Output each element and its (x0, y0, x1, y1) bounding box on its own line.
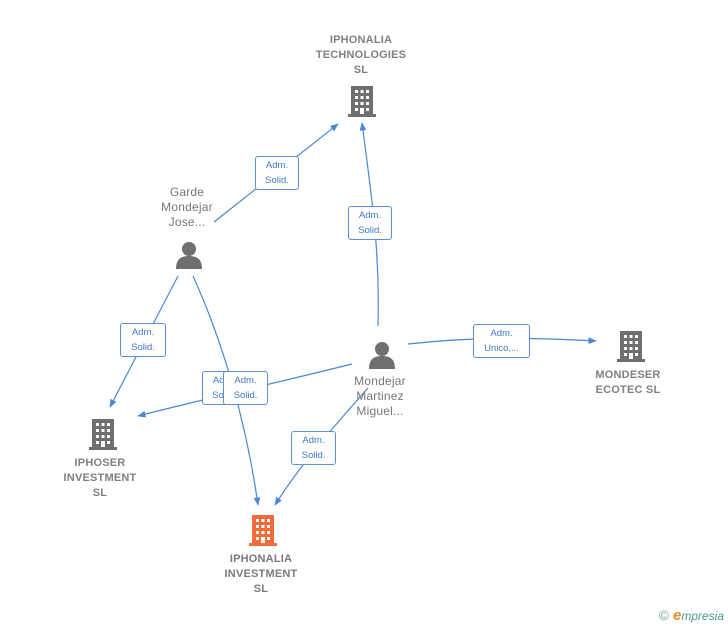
empresia-logo-initial: e (672, 607, 682, 624)
label-line: SL (92, 487, 108, 499)
edge-label-mondejar-to-iphonalia-investment[interactable]: Adm. Solid. (291, 431, 336, 465)
edge-label-line: Adm. (131, 327, 155, 338)
edge-label-line: Adm. (265, 160, 289, 171)
label-line: Mondejar (161, 200, 213, 214)
building-icon-iphonalia-investment[interactable] (249, 515, 277, 546)
label-line: MONDESER (595, 369, 661, 381)
building-icon-iphonalia-technologies[interactable] (348, 86, 376, 117)
label-line: IPHOSER (74, 457, 126, 469)
label-line: INVESTMENT (63, 472, 137, 484)
building-icon-iphoser-investment[interactable] (89, 419, 117, 450)
person-icon-mondejar-martinez[interactable] (369, 342, 395, 369)
node-label-mondejar-martinez[interactable]: Mondejar Martinez Miguel... (330, 374, 430, 419)
edge-label-line: Solid. (131, 342, 155, 353)
label-line: INVESTMENT (224, 568, 298, 580)
node-label-garde-mondejar[interactable]: Garde Mondejar Jose... (137, 185, 237, 230)
label-line: ECOTEC SL (595, 384, 661, 396)
empresia-logo-text: mpresia (681, 609, 724, 623)
edge-label-line: Solid. (265, 175, 289, 186)
empresia-watermark: ©empresia (659, 607, 724, 624)
label-line: Miguel... (356, 404, 404, 418)
edge-label-line: Adm. (234, 375, 257, 386)
edge-label-line: Adm. (358, 210, 382, 221)
label-line: SL (353, 64, 369, 76)
label-line: TECHNOLOGIES (315, 49, 407, 61)
label-line: Mondejar (354, 374, 406, 388)
label-line: Jose... (168, 215, 206, 229)
edge-label-line: Unico,... (484, 343, 519, 354)
edge-label-mondejar-to-mondeser-ecotec[interactable]: Adm. Unico,... (473, 324, 530, 358)
building-icon-mondeser-ecotec[interactable] (617, 331, 645, 362)
edge-label-garde-to-iphonalia-investment[interactable]: Adm. Solid. (223, 371, 268, 405)
person-icon-garde-mondejar[interactable] (176, 242, 202, 269)
edge-label-line: Solid. (358, 225, 382, 236)
label-line: Garde (169, 185, 205, 199)
label-line: Martinez (356, 389, 404, 403)
edge-label-garde-to-iphonalia-technologies[interactable]: Adm. Solid. (255, 156, 299, 190)
node-label-iphoser-investment[interactable]: IPHOSER INVESTMENT SL (50, 456, 150, 501)
label-line: IPHONALIA (229, 553, 293, 565)
label-line: IPHONALIA (329, 34, 393, 46)
node-label-iphonalia-investment[interactable]: IPHONALIA INVESTMENT SL (211, 552, 311, 597)
edge-label-line: Solid. (233, 390, 258, 401)
node-label-mondeser-ecotec[interactable]: MONDESER ECOTEC SL (578, 368, 678, 398)
node-label-iphonalia-technologies[interactable]: IPHONALIA TECHNOLOGIES SL (301, 33, 421, 78)
edge-label-line: Adm. (302, 435, 325, 446)
label-line: SL (253, 583, 269, 595)
edge-label-line: Adm. (490, 328, 513, 339)
edge-label-line: Solid. (301, 450, 326, 461)
edge-label-mondejar-to-iphonalia-technologies[interactable]: Adm. Solid. (348, 206, 392, 240)
copyright-icon: © (658, 607, 669, 623)
edge-label-garde-to-iphoser-investment[interactable]: Adm. Solid. (120, 323, 166, 357)
